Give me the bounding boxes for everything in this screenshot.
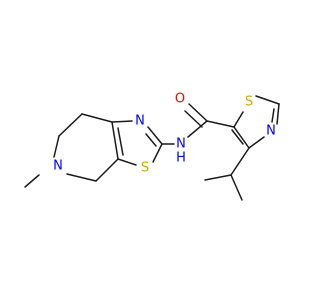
bond-c3a-c7a (111, 121, 119, 160)
atom-label-n-thiazole-2: N (266, 124, 276, 139)
bond-c2b-n3b-inner (271, 108, 275, 123)
bond-n3-c2 (147, 126, 163, 145)
bond-c4-ipr (230, 147, 250, 176)
bond-c2b-n3b (276, 103, 280, 125)
atom-label-n-amide: N (176, 137, 186, 152)
bond-c7a-s1 (117, 158, 137, 166)
bonds (24, 95, 280, 201)
bond-c4-c5-inner (231, 129, 244, 145)
bond-methyl-n (24, 174, 40, 188)
bond-nh-co (187, 120, 208, 138)
bond-c4-c5 (233, 126, 250, 149)
bond-co-o-double (184, 110, 203, 128)
atom-label-n-ring: N (53, 159, 63, 174)
bond-n3b-c4 (248, 136, 265, 149)
atom-label-h-amide: H (176, 151, 186, 166)
bond-ipr-me2 (230, 174, 243, 201)
bond-ch2c-c7a (95, 158, 119, 182)
bond-s1-c2 (152, 143, 163, 163)
atom-label-s-thiazole-2: S (245, 95, 253, 110)
atom-label-o: O (175, 92, 185, 107)
molecule-structure: O N S N H S N N (24, 92, 280, 201)
bond-c5-s1b (233, 111, 244, 128)
bond-c3a-c7a-inner (117, 127, 124, 156)
bond-n-ch2c (66, 173, 97, 182)
bond-co-o (188, 103, 208, 122)
bond-ch2b-c3a (81, 113, 113, 123)
atom-labels: O N S N H S N N (53, 92, 276, 176)
bond-s1b-c2b (255, 95, 280, 105)
bond-c3a-n3 (111, 120, 133, 123)
bond-n3-c2-inner (145, 133, 157, 147)
atom-label-n-thiazole-1: N (135, 114, 145, 129)
atom-label-s-thiazole-1: S (141, 161, 149, 176)
bond-co-c5 (206, 120, 235, 128)
bond-ch2a-ch2b (58, 113, 83, 137)
bond-n-ch2a (53, 135, 60, 158)
bond-ipr-me1 (204, 174, 232, 181)
